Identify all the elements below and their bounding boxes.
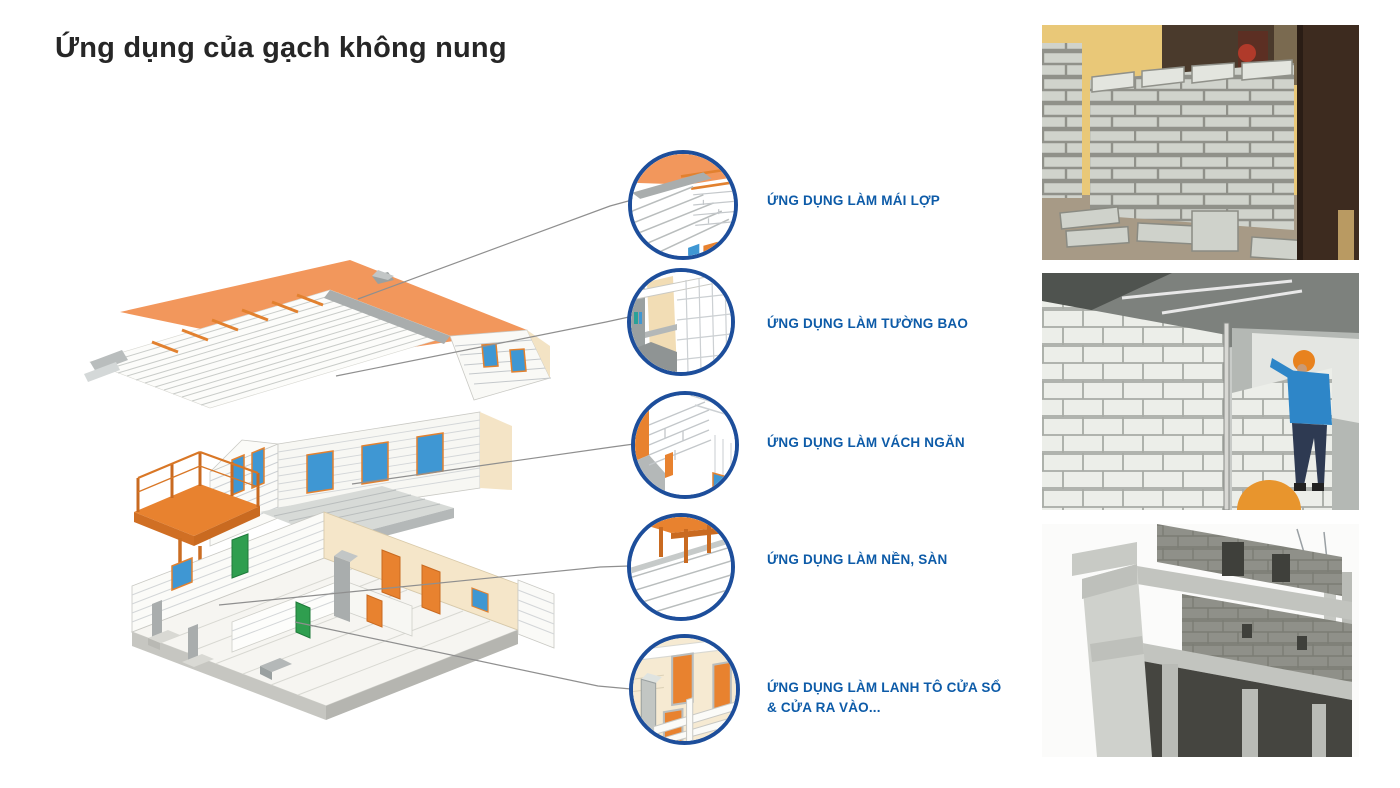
building-frame-photo-graphic (1042, 524, 1359, 757)
photo-block-wall-worker (1042, 273, 1359, 510)
worker-figure (1270, 350, 1332, 491)
callout-circle-lintel (629, 634, 740, 745)
photo-building-frame (1042, 524, 1359, 757)
house-illustration (84, 260, 555, 720)
exterior-wall-detail-icon (631, 272, 731, 372)
callout-label-roof: ỨNG DỤNG LÀM MÁI LỢP (767, 193, 940, 208)
house-exploded-diagram (82, 250, 562, 730)
floor-slab-detail-icon (631, 517, 731, 617)
callout-circle-exterior-wall (627, 268, 735, 376)
callout-circle-floor-slab (627, 513, 735, 621)
callout-label-partition: ỨNG DỤNG LÀM VÁCH NGĂN (767, 435, 965, 450)
page-title: Ứng dụng của gạch không nung (55, 32, 507, 64)
callout-label-lintel: ỨNG DỤNG LÀM LANH TÔ CỬA SỔ & CỬA RA VÀO… (767, 680, 1002, 715)
callout-label-floor-slab: ỨNG DỤNG LÀM NỀN, SÀN (767, 552, 948, 567)
callout-circle-partition (631, 391, 739, 499)
brick-wall-photo-graphic (1042, 25, 1359, 260)
photo-brick-wall-construction (1042, 25, 1359, 260)
callout-label-exterior-wall: ỨNG DỤNG LÀM TƯỜNG BAO (767, 316, 969, 331)
block-wall-photo-graphic (1042, 273, 1359, 510)
partition-wall-detail-icon (635, 395, 735, 495)
callout-circle-roof (628, 150, 738, 260)
roof-tier (84, 260, 552, 409)
door-window-lintel-detail-icon (633, 638, 736, 741)
roof-tiles-detail-icon (632, 154, 734, 256)
